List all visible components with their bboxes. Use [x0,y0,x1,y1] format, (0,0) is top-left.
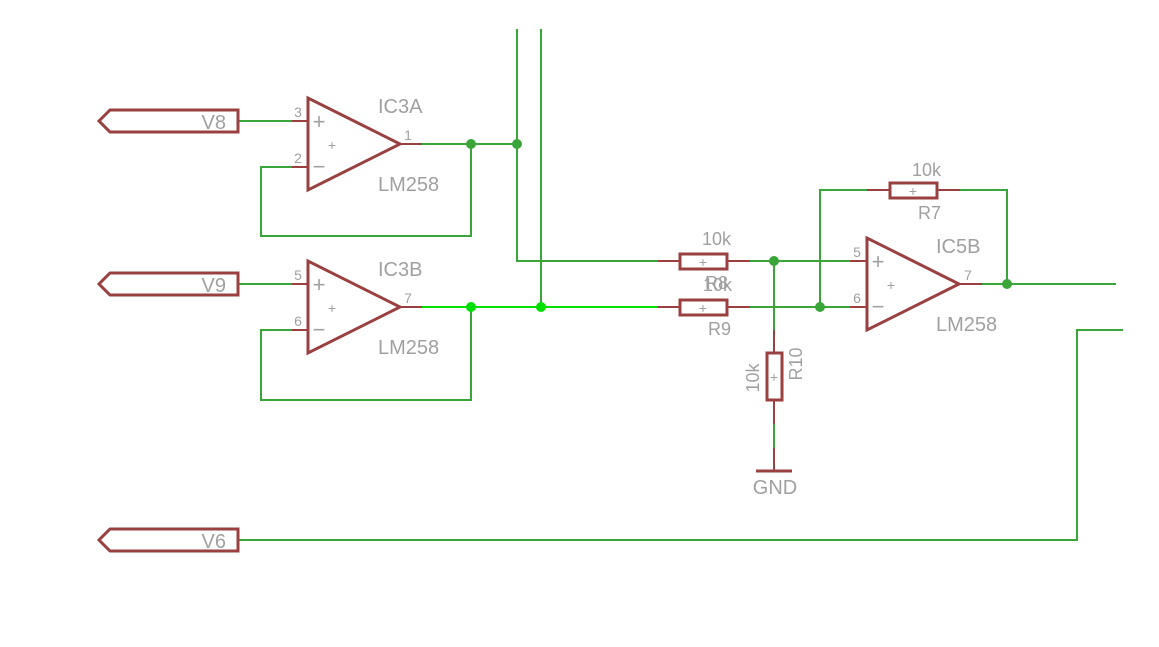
resistor-r9: + 10k R9 [658,275,750,339]
r10-mark: + [770,369,778,385]
ic3a-name: IC3A [378,96,423,118]
wire-r7-left [819,189,868,308]
port-v9-shape [96,271,240,297]
wire-r7-right [959,189,1008,285]
wire-ic3b-feedback [260,306,472,401]
r10-body [765,351,784,402]
r7-body [888,181,939,200]
junction-r7-left [815,302,825,312]
ic3a-pin-noninv: 3 [294,104,302,120]
opamp-ic3a: + − + 3 2 1 IC3A LM258 [292,95,439,196]
resistor-r8: + 10k R8 [658,229,750,293]
r7-mark: + [909,183,917,199]
junction-ic3b-out [466,302,476,312]
port-v9-label: V9 [202,275,226,297]
junctions [466,139,1012,312]
ic3b-center-mark: + [328,300,336,316]
wire-ic3a-feedback [260,143,472,237]
ic5b-pin-inv: 6 [853,290,861,306]
ic3b-pin-noninv: 5 [294,267,302,283]
ic3b-pin-inv: 6 [294,313,302,329]
ic5b-triangle [865,235,963,333]
r7-name: R7 [918,203,941,223]
resistor-r7: + 10k R7 [867,160,960,223]
ic3a-triangle [306,95,404,193]
wires [237,29,1123,541]
port-v8-label: V8 [202,112,226,134]
r9-value: 10k [703,275,733,295]
ic3b-pin-out: 7 [404,290,412,306]
r7-value: 10k [912,160,942,180]
ic5b-minus-sign: − [872,294,885,319]
ic5b-value: LM258 [936,314,997,336]
ic3a-pin-out: 1 [404,127,412,143]
r8-name: R8 [705,273,728,293]
port-v6-shape [96,527,240,553]
port-v6: V6 [96,527,240,553]
ic5b-pin-out: 7 [964,267,972,283]
ic3b-triangle [306,258,404,356]
r8-value: 10k [702,229,732,249]
port-v6-label: V6 [202,531,226,553]
junction-bus-left [512,139,522,149]
ic5b-plus-sign: + [872,249,885,274]
ic5b-pin-noninv: 5 [853,244,861,260]
junction-ic5b-out [1002,279,1012,289]
ground-symbol: GND [753,448,797,499]
resistor-r10: + 10k R10 [743,330,806,424]
wire-bus-left [516,29,659,262]
wire-v6 [237,329,1123,541]
r8-body [678,252,729,271]
ic3b-name: IC3B [378,259,422,281]
port-v8-shape [96,108,240,134]
r9-name: R9 [708,319,731,339]
ic3a-plus-sign: + [313,109,326,134]
ic3a-value: LM258 [378,174,439,196]
r9-body [678,298,729,317]
ic3a-minus-sign: − [313,154,326,179]
r8-mark: + [699,254,707,270]
opamp-ic5b: + − + 5 6 7 IC5B LM258 [850,235,997,336]
r9-mark: + [699,300,707,316]
junction-bus-right [536,302,546,312]
port-v8: V8 [96,108,240,134]
ic5b-name: IC5B [936,236,980,258]
ic3a-pin-inv: 2 [294,150,302,166]
ic3b-minus-sign: − [313,317,326,342]
ic5b-center-mark: + [887,277,895,293]
r10-value: 10k [743,362,763,392]
ic3a-center-mark: + [328,137,336,153]
port-v9: V9 [96,271,240,297]
junction-r10 [769,256,779,266]
r10-name: R10 [786,347,806,380]
opamp-ic3b: + − + 5 6 7 IC3B LM258 [292,258,439,359]
junction-ic3a-out [466,139,476,149]
ic3b-plus-sign: + [313,272,326,297]
gnd-label: GND [753,477,797,499]
ic3b-value: LM258 [378,337,439,359]
